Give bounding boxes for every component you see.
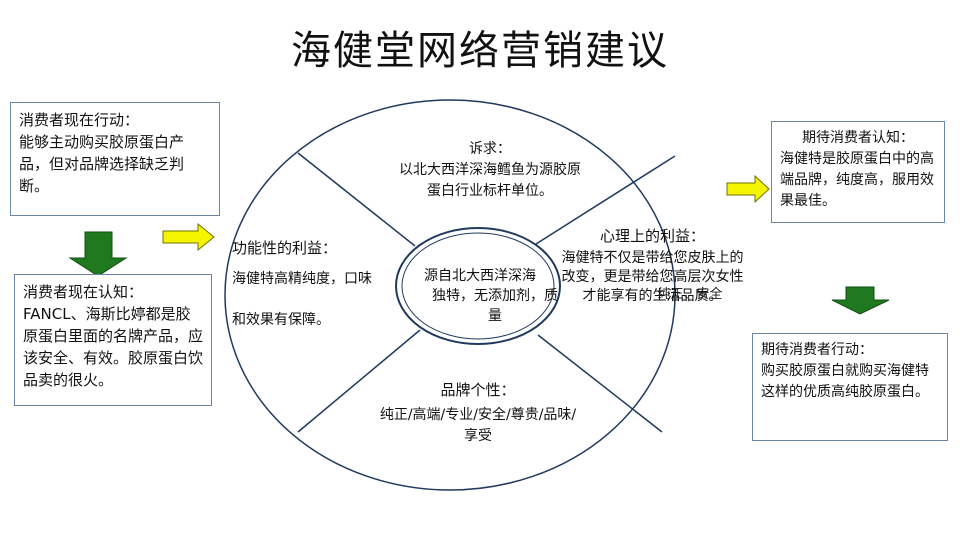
psychological-overlay-text: 纯正、安全 [657,287,723,302]
yellow-arrow-right-icon [726,174,770,204]
divider-top-right [535,155,676,245]
appeal-section: 诉求： 以北大西洋深海鳕鱼为源胶原蛋白行业标杆单位。 [395,139,585,202]
psychological-body: 海健特不仅是带给您皮肤上的改变，更是带给您高层次女性才能享有的生活品质。 [561,250,744,304]
functional-heading: 功能性的利益： [232,239,338,257]
psychological-section: 心理上的利益： 海健特不仅是带给您皮肤上的改变，更是带给您高层次女性才能享有的生… [560,226,745,306]
green-arrow-left-icon [68,231,128,277]
expected-cognition-box: 期待消费者认知： 海健特是胶原蛋白中的高端品牌，纯度高，服用效果最佳。 [771,121,945,223]
divider-bottom-left [297,329,421,433]
brand-section: 品牌个性： 纯正/高端/专业/安全/尊贵/品味/享受 [368,380,588,447]
divider-bottom-right [537,334,663,433]
yellow-arrow-left-icon [162,222,215,252]
consumer-action-now-box: 消费者现在行动： 能够主动购买胶原蛋白产品，但对品牌选择缺乏判断。 [10,102,220,216]
consumer-cognition-now-body: FANCL、海斯比婷都是胶原蛋白里面的名牌产品，应该安全、有效。胶原蛋白饮品卖的… [23,305,204,389]
expected-action-box: 期待消费者行动： 购买胶原蛋白就购买海健特这样的优质高纯胶原蛋白。 [752,333,948,441]
functional-line2: 和效果有保障。 [232,312,330,328]
divider-top-left [297,152,416,247]
appeal-heading: 诉求： [469,141,511,157]
center-line1: 源自北大西洋深海 [424,268,536,284]
functional-line1: 海健特高精纯度，口味 [232,271,372,287]
page-title: 海健堂网络营销建议 [291,28,669,74]
center-text: 源自北大西洋深海 独特，无添加剂，质量 [400,266,560,326]
expected-cognition-body: 海健特是胶原蛋白中的高端品牌，纯度高，服用效果最佳。 [780,151,934,209]
brand-heading: 品牌个性： [440,381,516,399]
expected-action-body: 购买胶原蛋白就购买海健特这样的优质高纯胶原蛋白。 [761,363,929,400]
green-arrow-right-icon [831,286,890,315]
consumer-cognition-now-box: 消费者现在认知： FANCL、海斯比婷都是胶原蛋白里面的名牌产品，应该安全、有效… [14,274,212,406]
consumer-action-now-heading: 消费者现在行动： [19,111,140,129]
consumer-cognition-now-heading: 消费者现在认知： [23,283,144,301]
functional-section: 功能性的利益： 海健特高精纯度，口味 和效果有保障。 [232,238,402,331]
expected-action-heading: 期待消费者行动： [761,342,873,358]
expected-cognition-heading: 期待消费者认知： [802,130,914,146]
consumer-action-now-body: 能够主动购买胶原蛋白产品，但对品牌选择缺乏判断。 [19,133,185,195]
center-ring-inner [401,232,555,340]
center-ring [395,227,561,345]
center-line2: 独特，无添加剂，质量 [432,288,558,324]
brand-body: 纯正/高端/专业/安全/尊贵/品味/享受 [379,407,577,444]
appeal-body: 以北大西洋深海鳕鱼为源胶原蛋白行业标杆单位。 [399,162,581,199]
psychological-heading: 心理上的利益： [599,227,705,245]
